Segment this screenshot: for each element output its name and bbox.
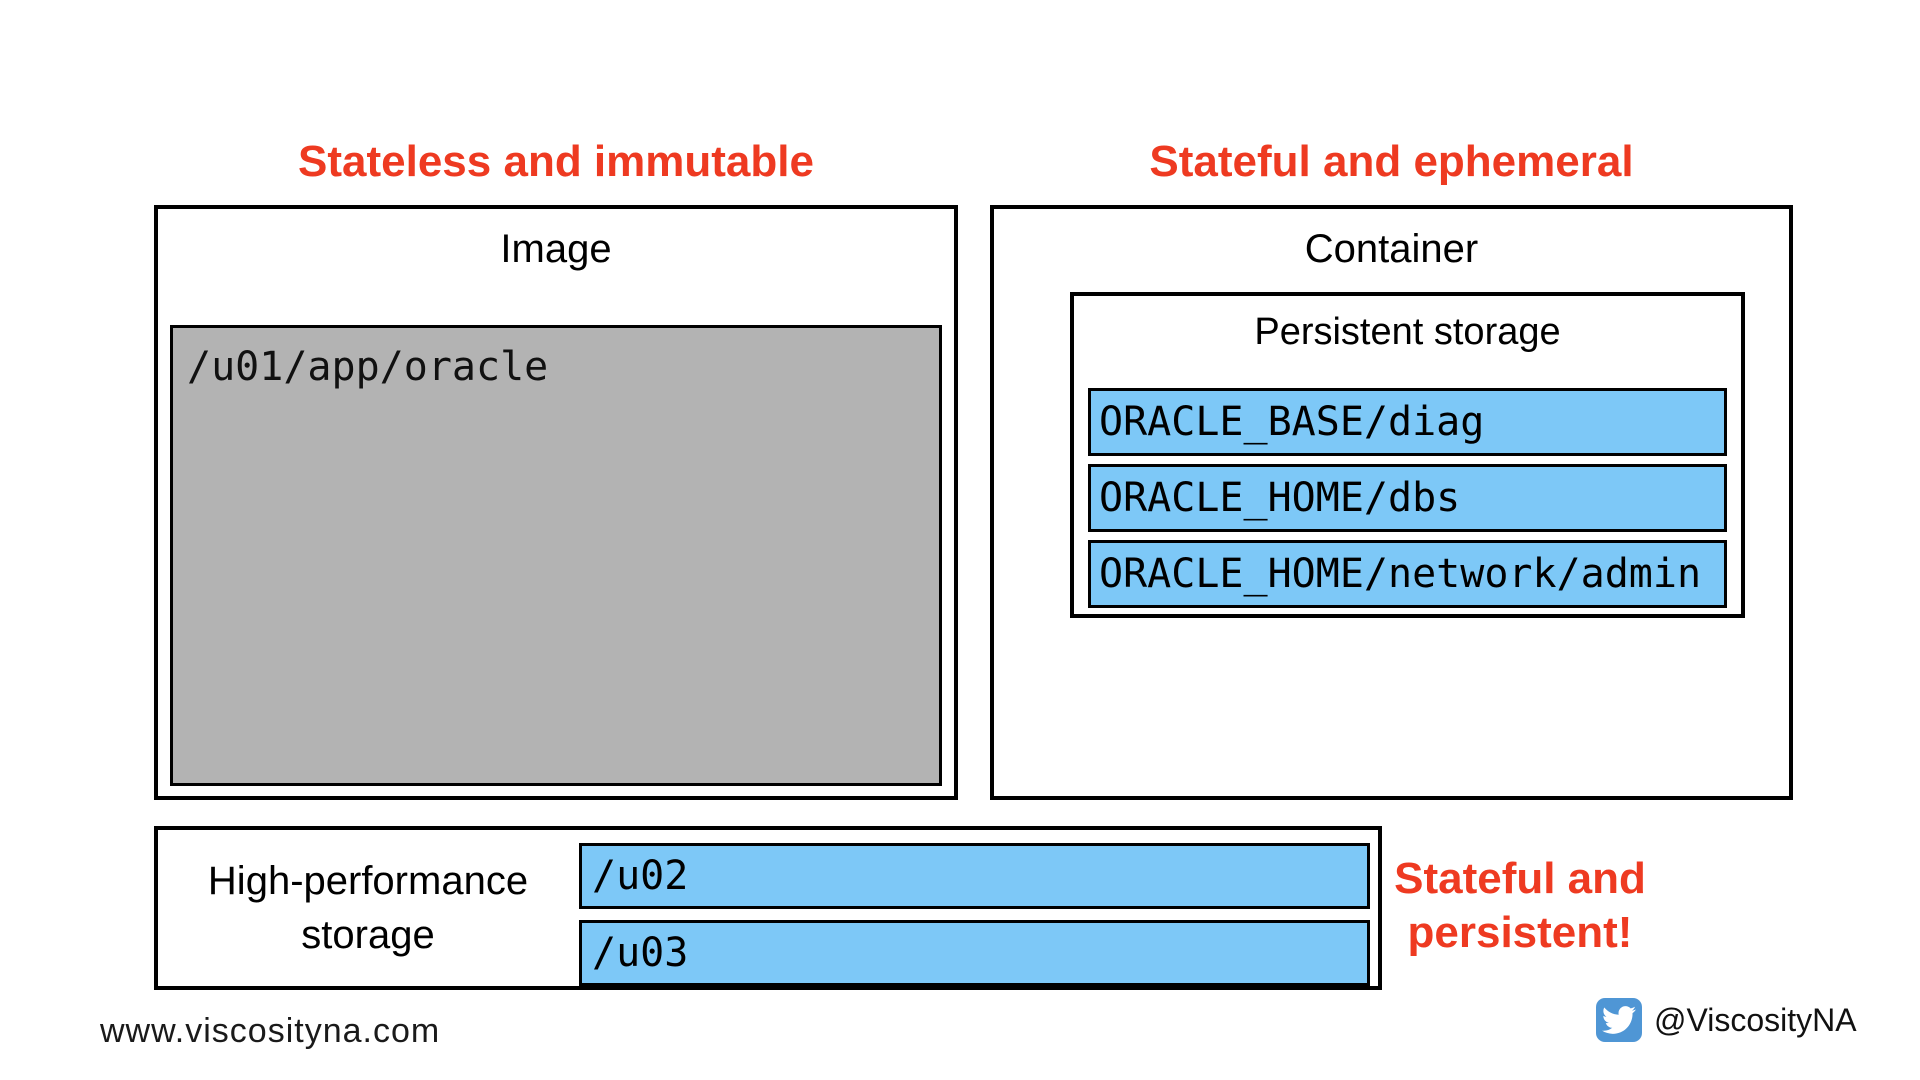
image-filesystem-panel: /u01/app/oracle [170, 325, 942, 786]
volume-oracle-base-diag: ORACLE_BASE/diag [1088, 388, 1727, 456]
image-box-label: Image [500, 227, 612, 271]
twitter-handle: @ViscosityNA [1654, 1001, 1857, 1038]
stateful-persistent-line2: persistent! [1407, 908, 1633, 957]
persistent-storage-label: Persistent storage [1254, 311, 1561, 353]
twitter-bird-icon [1596, 998, 1642, 1042]
website-url: www.viscosityna.com [100, 1012, 441, 1050]
stateful-persistent-title: Stateful and persistent! [1390, 852, 1650, 960]
image-box: Image /u01/app/oracle [154, 205, 958, 800]
container-box: Container Persistent storage ORACLE_BASE… [990, 205, 1793, 800]
twitter-attribution: @ViscosityNA [1596, 996, 1857, 1044]
volume-u03: /u03 [579, 920, 1370, 986]
hp-label-line2: storage [301, 913, 435, 957]
u01-path-label: /u01/app/oracle [187, 344, 549, 390]
volume-u02: /u02 [579, 843, 1370, 909]
high-performance-storage-label: High-performance storage [158, 830, 578, 986]
container-box-label: Container [1304, 227, 1479, 271]
stateful-persistent-line1: Stateful and [1394, 854, 1646, 903]
left-section-title: Stateless and immutable [298, 137, 814, 186]
hp-label-line1: High-performance [207, 859, 529, 903]
right-section-title: Stateful and ephemeral [1149, 137, 1634, 186]
high-performance-storage-box: High-performance storage /u02 /u03 [154, 826, 1382, 990]
volume-oracle-home-network-admin: ORACLE_HOME/network/admin [1088, 540, 1727, 608]
volume-oracle-home-dbs: ORACLE_HOME/dbs [1088, 464, 1727, 532]
persistent-storage-box: Persistent storage ORACLE_BASE/diag ORAC… [1070, 292, 1745, 618]
